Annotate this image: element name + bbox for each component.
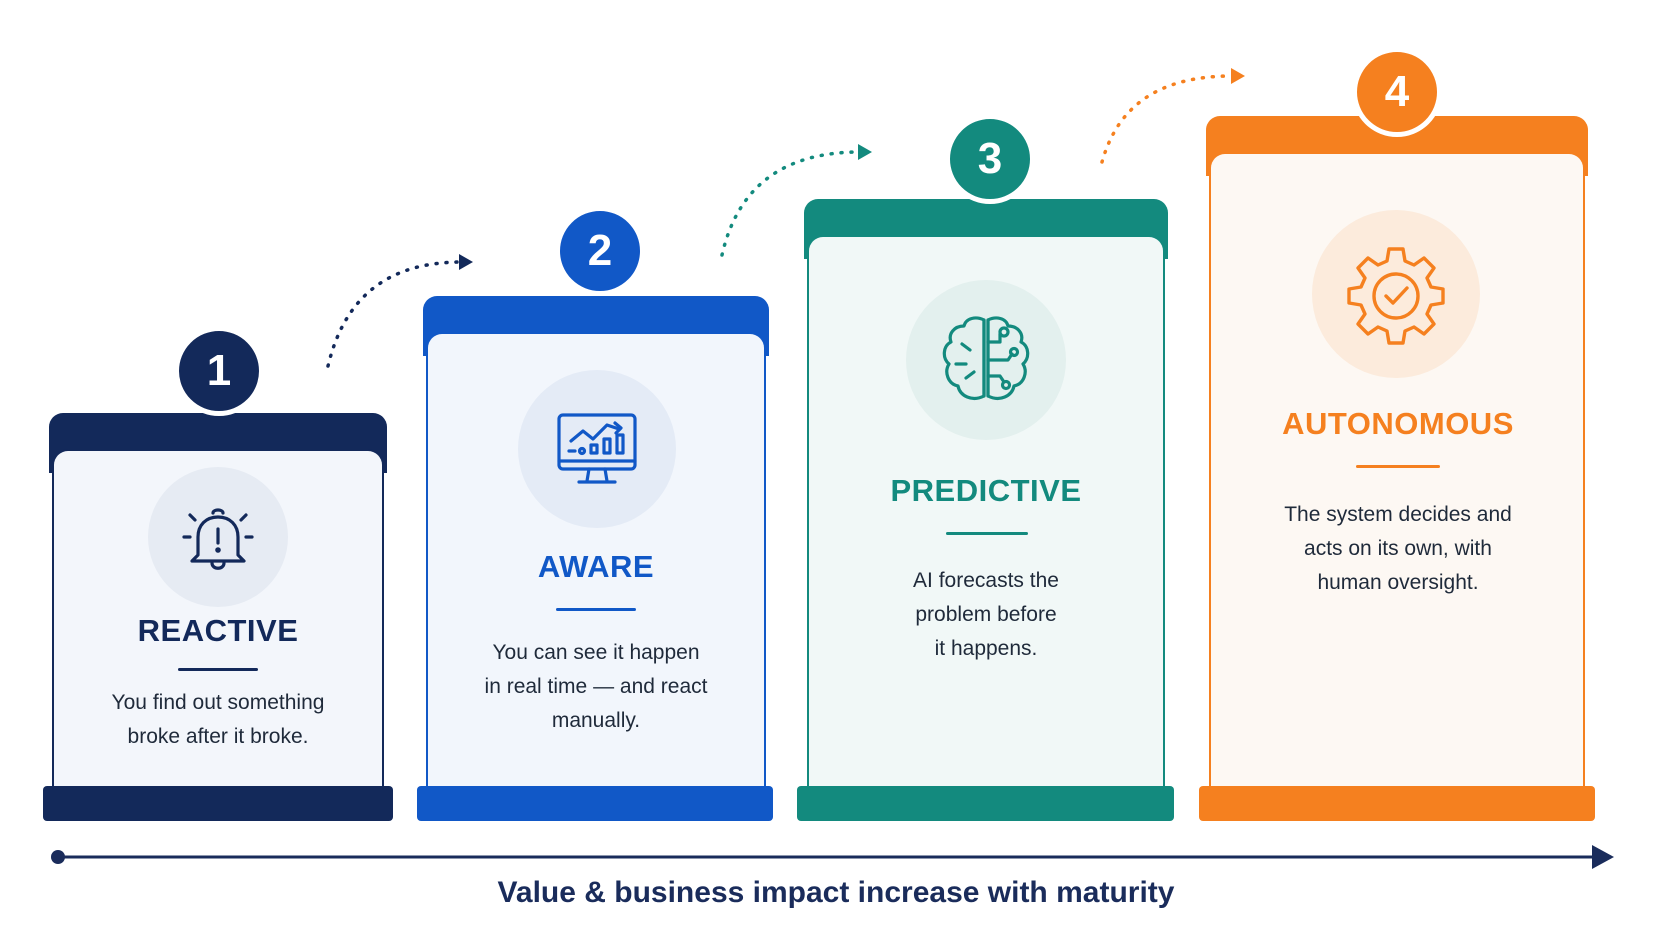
- icon-circle-autonomous: [1312, 210, 1480, 378]
- monitor-chart-icon: [557, 413, 637, 484]
- arrow-3-to-4: [1100, 74, 1234, 164]
- title-underline: [178, 668, 258, 671]
- stage-panel: [426, 332, 766, 790]
- stage-base-aware: [417, 786, 773, 821]
- stage-base-reactive: [43, 786, 393, 821]
- stage-number-badge: 4: [1352, 47, 1442, 137]
- bell-alert-icon: [182, 508, 254, 570]
- axis-arrowhead: [1592, 845, 1614, 869]
- stage-base-predictive: [797, 786, 1174, 821]
- icon-circle-aware: [518, 370, 676, 528]
- stage-title: PREDICTIVE: [890, 473, 1082, 508]
- stage-description: The system decides and acts on its own, …: [1284, 503, 1512, 594]
- title-underline: [1356, 465, 1440, 468]
- arrow-2-to-3: [720, 150, 862, 257]
- icon-circle-predictive: [906, 280, 1066, 440]
- stage-aware: [423, 296, 769, 790]
- title-underline: [946, 532, 1028, 535]
- axis-caption: Value & business impact increase with ma…: [497, 876, 1175, 909]
- stage-title: AWARE: [537, 549, 655, 584]
- stage-description: AI forecasts the problem before it happe…: [913, 569, 1059, 660]
- gear-check-icon: [1347, 247, 1445, 345]
- title-underline: [556, 608, 636, 611]
- brain-circuit-icon: [942, 316, 1030, 400]
- stage-number-badge: 2: [555, 206, 645, 296]
- arrowhead-2: [858, 144, 872, 160]
- stage-autonomous: [1206, 116, 1588, 790]
- stage-number-badge: 1: [174, 326, 264, 416]
- arrowhead-1: [459, 254, 473, 270]
- arrow-1-to-2: [326, 260, 464, 368]
- stage-description: You find out something broke after it br…: [111, 691, 325, 748]
- stage-description: You can see it happen in real time — and…: [484, 641, 708, 732]
- stage-title: AUTONOMOUS: [1282, 406, 1514, 441]
- stage-title: REACTIVE: [137, 613, 299, 648]
- stage-base-autonomous: [1199, 786, 1595, 821]
- axis-start-dot: [51, 850, 65, 864]
- arrowhead-3: [1231, 68, 1245, 84]
- stage-number-badge: 3: [945, 114, 1035, 204]
- icon-circle-reactive: [148, 467, 288, 607]
